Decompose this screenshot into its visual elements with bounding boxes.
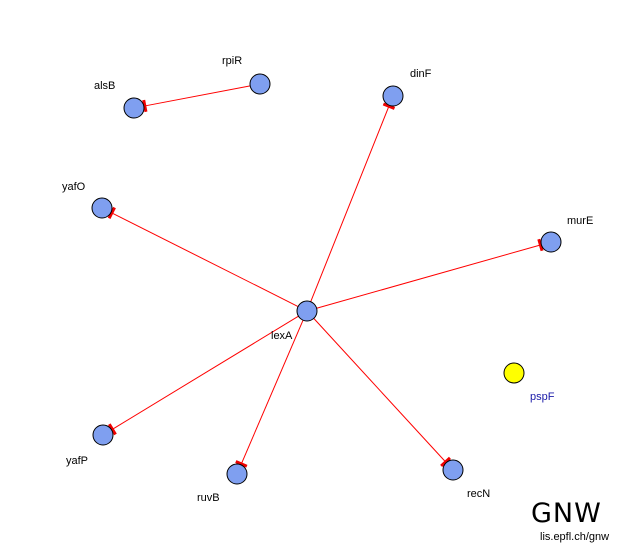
- node-yafO[interactable]: [91, 197, 113, 219]
- inhibition-bar: [382, 102, 396, 110]
- edge-line: [316, 244, 541, 309]
- edge-lexA-murE: [316, 238, 544, 309]
- node-ruvB[interactable]: [226, 463, 248, 485]
- edge-line: [112, 315, 299, 430]
- inhibition-bar: [142, 99, 148, 113]
- edge-lexA-dinF: [310, 102, 396, 302]
- node-recN[interactable]: [442, 459, 464, 481]
- logo-url: lis.epfl.ch/gnw: [540, 531, 609, 543]
- edge-line: [310, 106, 390, 302]
- edge-lexA-yafP: [108, 315, 299, 436]
- edges-layer: [107, 85, 544, 468]
- edge-lexA-yafO: [107, 206, 299, 307]
- node-lexA[interactable]: [296, 300, 318, 322]
- node-yafP[interactable]: [92, 424, 114, 446]
- node-alsB[interactable]: [123, 97, 145, 119]
- edge-line: [313, 318, 446, 463]
- inhibition-bar: [235, 460, 248, 468]
- node-label-recN: recN: [467, 488, 490, 500]
- edge-line: [111, 212, 299, 307]
- inhibition-bar: [108, 423, 117, 436]
- inhibition-bar: [537, 238, 544, 252]
- node-label-dinF: dinF: [410, 68, 432, 80]
- node-rpiR[interactable]: [249, 73, 271, 95]
- node-label-alsB: alsB: [94, 80, 115, 92]
- node-label-pspF: pspF: [530, 391, 555, 403]
- edge-line: [240, 319, 304, 465]
- gnw-logo: GNW lis.epfl.ch/gnw: [531, 498, 609, 543]
- edge-lexA-ruvB: [235, 319, 304, 468]
- edge-line: [144, 85, 251, 107]
- node-dinF[interactable]: [382, 85, 404, 107]
- logo-text: GNW: [531, 498, 602, 529]
- node-label-yafO: yafO: [62, 181, 86, 193]
- node-label-ruvB: ruvB: [197, 492, 220, 504]
- node-label-lexA: lexA: [271, 330, 293, 342]
- node-label-rpiR: rpiR: [222, 55, 242, 67]
- nodes-layer: [91, 73, 562, 485]
- inhibition-bar: [440, 456, 451, 468]
- node-pspF[interactable]: [503, 362, 525, 384]
- node-label-yafP: yafP: [66, 455, 88, 467]
- labels-layer: rpiR alsB dinF yafO murE lexA pspF yafP ruvB recN: [62, 55, 593, 504]
- inhibition-bar: [107, 206, 116, 219]
- edge-lexA-recN: [313, 318, 451, 468]
- node-label-murE: murE: [567, 215, 593, 227]
- edge-rpiR-alsB: [142, 85, 251, 113]
- node-murE[interactable]: [540, 231, 562, 253]
